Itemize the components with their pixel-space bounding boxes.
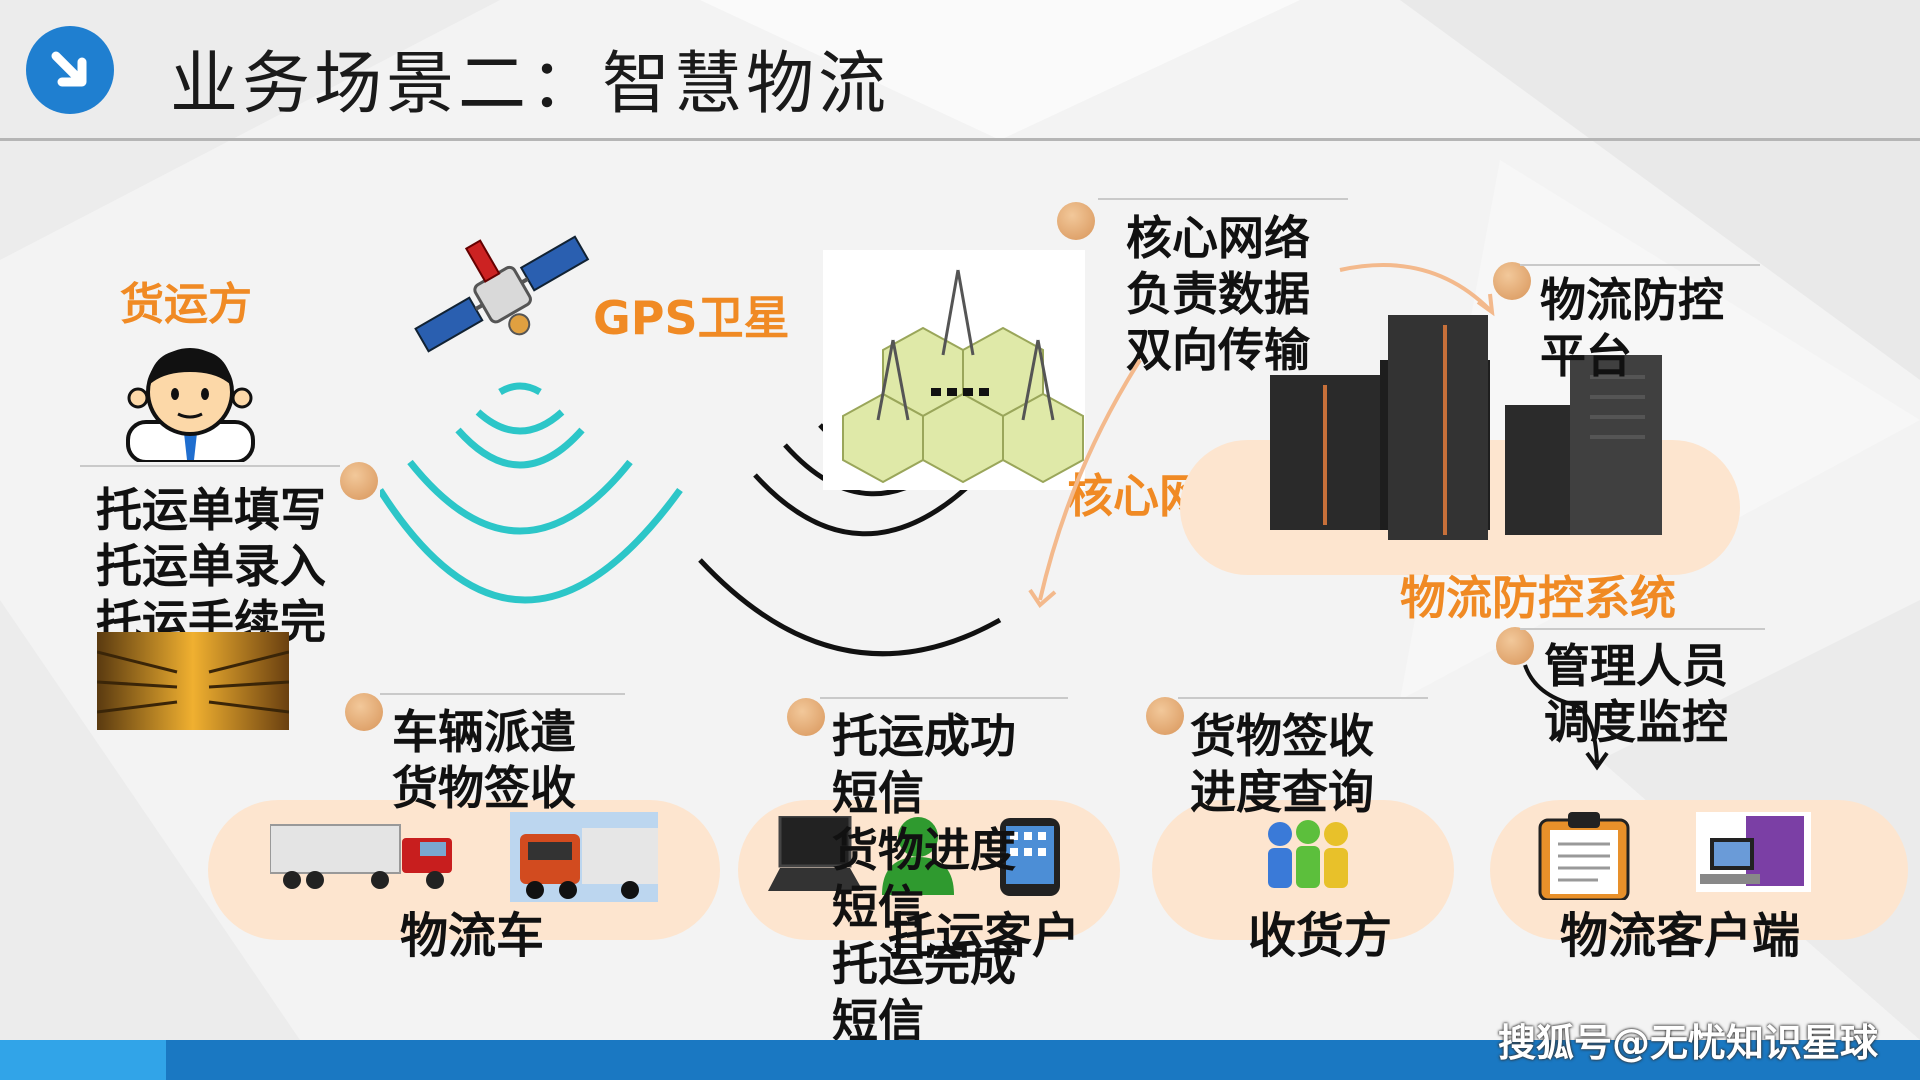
satellite-icon (410, 220, 590, 374)
bullet-dot (1057, 202, 1095, 240)
manager-underline (1520, 628, 1765, 630)
bullet-dot (1496, 627, 1534, 665)
receiver-label: 收货方 (1248, 908, 1393, 964)
flow-arrow (1028, 263, 1495, 608)
shipper-task: 托运单填写 (96, 483, 326, 537)
manager-label: 管理人员 调度监控 (1544, 638, 1728, 750)
core-desc-list: 核心网络 负责数据 双向传输 (1126, 210, 1310, 378)
manager-arrow (1523, 664, 1609, 771)
receiver-task: 货物签收 (1190, 709, 1374, 763)
receiver-task-list: 货物签收 进度查询 (1190, 708, 1374, 820)
computer-icon (1696, 812, 1811, 892)
warehouse-image (96, 632, 290, 730)
truck-icon (269, 820, 460, 896)
shipper-task: 托运单录入 (96, 539, 326, 593)
control-system-label: 物流防控系统 (1400, 571, 1676, 625)
bullet-dot (1146, 697, 1184, 735)
user-green-icon (878, 815, 958, 899)
core-desc-line: 双向传输 (1126, 323, 1310, 377)
vehicle-task: 车辆派遣 (392, 705, 576, 759)
page-title: 业务场景二：智慧物流 (170, 45, 891, 124)
sms-task: 短信 (832, 994, 924, 1048)
laptop-icon (768, 814, 868, 900)
vehicle-task-list: 车辆派遣 货物签收 (392, 704, 576, 816)
truck-photo (510, 812, 658, 902)
vehicle-task: 货物签收 (392, 761, 576, 815)
watermark: 搜狐号@无忧知识星球 (1497, 1021, 1878, 1065)
clipboard-icon (1538, 812, 1630, 904)
sms-task: 货物进度 (832, 823, 1016, 877)
shipper-underline (80, 465, 340, 467)
gps-label: GPS卫星 (593, 291, 790, 345)
sms-underline (820, 697, 1068, 699)
footer-bar (0, 1040, 1920, 1080)
sms-task: 短信 (832, 766, 924, 820)
server-rack-icon (1270, 315, 1670, 549)
platform-line: 物流防控 (1540, 273, 1724, 327)
sms-task: 托运成功 (832, 709, 1016, 763)
core-desc-line: 核心网络 (1126, 211, 1310, 265)
title-divider (0, 138, 1920, 141)
shipper-label: 货运方 (120, 279, 252, 330)
platform-label: 物流防控 平台 (1540, 272, 1724, 384)
sms-task: 短信 (832, 880, 924, 934)
logistics-client-label: 物流客户端 (1560, 908, 1801, 964)
arrow-logo-icon (26, 26, 114, 114)
receiver-underline (1178, 697, 1428, 699)
core-network-image (823, 250, 1085, 490)
sms-task: 托运完成 (832, 937, 1016, 991)
core-underline (1098, 198, 1348, 200)
shipper-task-list: 托运单填写 托运单录入 托运手续完 (96, 482, 326, 650)
person-icon (118, 342, 263, 466)
bullet-dot (345, 693, 383, 731)
vehicle-underline (380, 693, 625, 695)
group-people-icon (1258, 818, 1358, 894)
logistics-truck-label: 物流车 (400, 908, 545, 964)
platform-line: 平台 (1540, 329, 1632, 383)
receiver-task: 进度查询 (1190, 765, 1374, 819)
core-desc-line: 负责数据 (1126, 267, 1310, 321)
consignor-client-label: 托运客户 (888, 908, 1081, 964)
bullet-dot (787, 698, 825, 736)
platform-underline (1520, 264, 1760, 266)
bullet-dot (1493, 262, 1531, 300)
phone-icon (996, 818, 1066, 900)
manager-line: 管理人员 (1544, 639, 1728, 693)
sms-task-list: 托运成功 短信 货物进度 短信 托运完成 短信 (832, 708, 1016, 1050)
bullet-dot (340, 462, 378, 500)
footer-bar-accent (0, 1040, 166, 1080)
